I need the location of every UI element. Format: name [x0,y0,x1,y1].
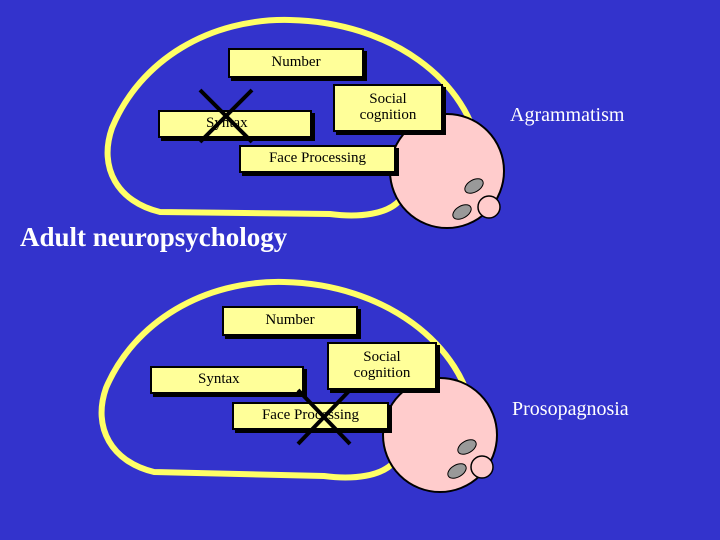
top-brainstem [477,195,501,219]
bottom-social-cognition-box: Social cognition [327,342,437,390]
bottom-inner-structure-2 [447,463,467,479]
top-social-cognition-box: Social cognition [333,84,443,132]
bottom-inner-structure-1 [457,439,477,455]
bottom-brain-outline [98,278,477,481]
bottom-cerebellum [382,377,498,493]
bottom-syntax-box: Syntax [150,366,304,394]
bottom-number-label: Number [265,312,315,329]
bottom-syntax-label: Syntax [198,371,240,388]
bottom-social-cognition-label: Social cognition [353,349,411,381]
top-face-processing-label: Face Processing [268,150,367,167]
top-inner-structure-2 [452,204,472,220]
bottom-disorder-label: Prosopagnosia [512,398,629,420]
top-disorder-label: Agrammatism [510,104,625,126]
top-syntax-box: Syntax [158,110,312,138]
top-face-processing-box: Face Processing [239,145,396,173]
bottom-brainstem [470,455,494,479]
top-number-box: Number [228,48,364,78]
bottom-face-processing-label: Face Processing [261,407,360,424]
top-social-cognition-label: Social cognition [359,91,417,123]
bottom-number-box: Number [222,306,358,336]
top-inner-structure-1 [464,178,484,194]
top-number-label: Number [271,54,321,71]
top-brain-outline [104,16,483,219]
bottom-face-processing-box: Face Processing [232,402,389,430]
page-title: Adult neuropsychology [20,222,288,252]
top-syntax-label: Syntax [206,115,248,132]
